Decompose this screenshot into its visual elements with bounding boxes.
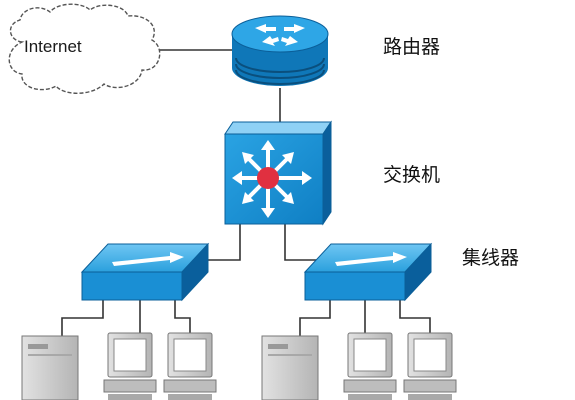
desktop-pc-right-2 (403, 332, 457, 400)
monitor-computer-icon (403, 332, 457, 400)
hub-icon (303, 242, 433, 302)
internet-label: Internet (24, 37, 82, 56)
link-switch-hub-left (203, 222, 241, 261)
desktop-pc-right-1 (343, 332, 397, 400)
connection-lines (61, 49, 431, 336)
desktop-pc-left-1 (103, 332, 157, 400)
tower-computer-icon (261, 335, 319, 400)
cloud-icon (8, 3, 161, 94)
monitor-computer-icon (163, 332, 217, 400)
tower-computer-icon (21, 335, 79, 400)
link-hub-left-pc1 (61, 300, 104, 336)
hub-icon (80, 242, 210, 302)
router-label: 路由器 (383, 36, 440, 58)
monitor-computer-icon (343, 332, 397, 400)
hub-label: 集线器 (462, 247, 519, 269)
desktop-pc-left-2 (163, 332, 217, 400)
internet-cloud: Internet (8, 3, 161, 94)
link-hub-right-pc3 (399, 300, 431, 333)
hub-right: 集线器 (303, 242, 519, 302)
link-switch-hub-right (284, 222, 320, 261)
switch-center-dot (257, 167, 279, 189)
switch-label: 交换机 (383, 164, 440, 186)
router-icon (231, 15, 329, 86)
tower-pc-left (21, 335, 79, 400)
switch: 交换机 (224, 120, 440, 226)
hub-left (80, 242, 210, 302)
router: 路由器 (231, 15, 440, 86)
monitor-computer-icon (103, 332, 157, 400)
switch-icon (224, 120, 332, 226)
link-hub-left-pc3 (174, 300, 191, 333)
link-hub-right-pc1 (299, 300, 331, 336)
tower-pc-right (261, 335, 319, 400)
